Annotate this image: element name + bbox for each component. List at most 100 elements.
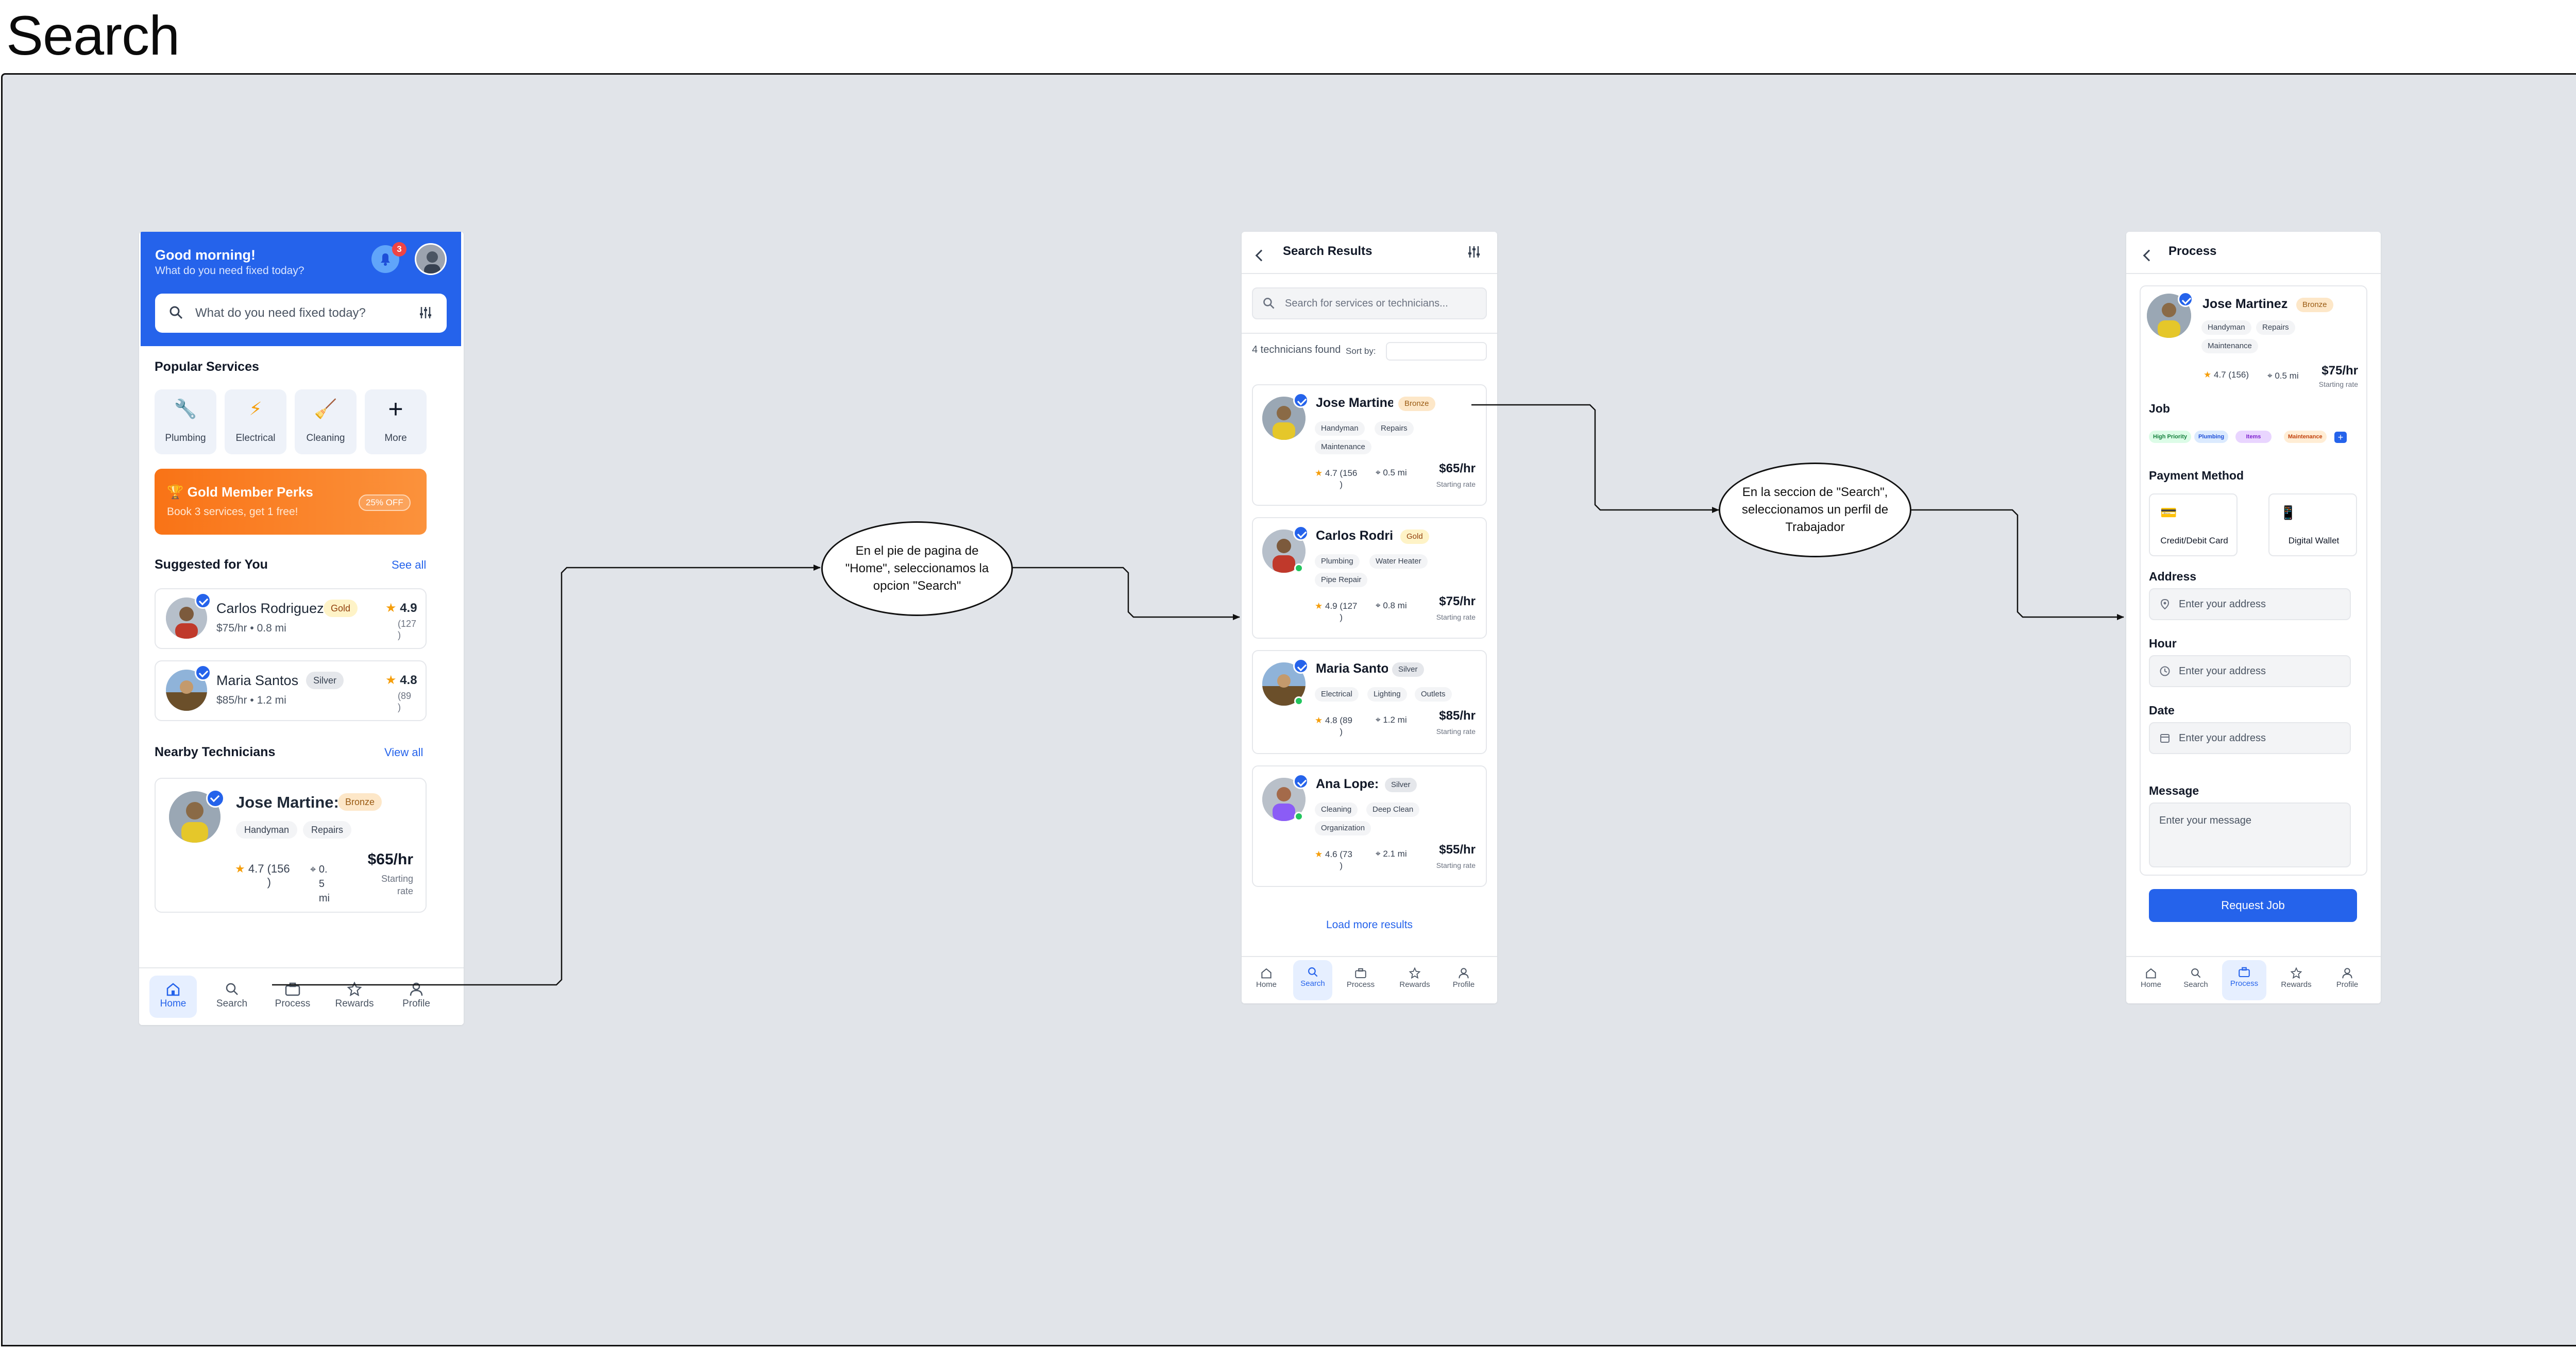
job-label: Job xyxy=(2149,402,2170,415)
job-tag[interactable]: Maintenance xyxy=(2284,431,2327,443)
see-all-link[interactable]: See all xyxy=(392,558,427,571)
skill-tag: Electrical xyxy=(1315,687,1359,702)
hour-field[interactable]: Enter your address xyxy=(2149,655,2351,687)
review-count: (73 ) xyxy=(1340,849,1352,870)
distance-value: 0.5 mi xyxy=(2275,371,2299,381)
job-tag[interactable]: Items xyxy=(2235,431,2272,443)
rating-value: 4.6 xyxy=(1325,849,1337,859)
rating-value: 4.9 xyxy=(1325,601,1337,611)
skill-tag: Handyman xyxy=(1315,421,1365,436)
service-electrical[interactable]: ⚡ Electrical xyxy=(225,389,286,454)
star-icon: ★ xyxy=(1315,468,1323,478)
nav-profile[interactable]: Profile xyxy=(392,976,441,1018)
gold-perks-banner[interactable]: 🏆 Gold Member Perks Book 3 services, get… xyxy=(155,469,427,535)
job-tag[interactable]: Plumbing xyxy=(2194,431,2229,443)
nav-label: Profile xyxy=(1452,980,1475,989)
tier-badge: Gold xyxy=(324,600,358,617)
search-bar[interactable]: What do you need fixed today? xyxy=(155,294,447,333)
calendar-icon xyxy=(2160,734,2170,743)
filter-icon[interactable] xyxy=(418,305,433,320)
tier-badge: Bronze xyxy=(338,793,382,811)
broom-icon: 🧹 xyxy=(314,398,337,419)
popular-services-title: Popular Services xyxy=(155,360,259,374)
technician-name: Jose Martinez xyxy=(2202,297,2288,311)
address-label: Address xyxy=(2149,570,2197,583)
rating: ★ 4.7 (156 ) xyxy=(235,862,290,889)
nav-process[interactable]: Process xyxy=(1343,962,1379,998)
nav-search[interactable]: Search xyxy=(1293,960,1332,1000)
view-all-link[interactable]: View all xyxy=(384,746,423,759)
nav-rewards[interactable]: Rewards xyxy=(2276,962,2317,998)
bell-icon xyxy=(381,253,390,266)
technician-card[interactable]: Jose Martine: Bronze Handyman Repairs Ma… xyxy=(1252,384,1487,506)
nearby-technician-card[interactable]: Jose Martine: Bronze Handyman Repairs ★ … xyxy=(155,778,427,913)
job-tag[interactable]: High Priority xyxy=(2149,431,2192,443)
message-label: Message xyxy=(2149,784,2199,797)
user-icon xyxy=(2342,968,2352,979)
add-job-tag-button[interactable]: + xyxy=(2334,432,2347,443)
home-icon xyxy=(166,983,180,996)
payment-card-option[interactable]: 💳 Credit/Debit Card xyxy=(2149,493,2238,556)
divider xyxy=(1242,273,1497,274)
nav-profile[interactable]: Profile xyxy=(1446,962,1482,998)
nav-process[interactable]: Process xyxy=(2222,960,2266,1000)
service-label: Plumbing xyxy=(165,433,206,443)
search-input[interactable]: Search for services or technicians... xyxy=(1252,287,1487,319)
filter-icon[interactable] xyxy=(1466,244,1482,260)
lightning-icon: ⚡ xyxy=(249,398,262,419)
service-more[interactable]: + More xyxy=(365,389,427,454)
service-cleaning[interactable]: 🧹 Cleaning xyxy=(295,389,357,454)
technician-meta: $85/hr • 1.2 mi xyxy=(216,694,286,706)
skill-tag: Repairs xyxy=(2256,320,2295,335)
distance: ⌖ 2.1 mi xyxy=(1376,849,1407,859)
nav-home[interactable]: Home xyxy=(2136,962,2166,998)
user-icon xyxy=(1459,968,1469,979)
nav-search[interactable]: Search xyxy=(207,976,257,1018)
briefcase-icon xyxy=(2239,967,2250,978)
technician-card[interactable]: Carlos Rodrigue Gold Plumbing Water Heat… xyxy=(1252,517,1487,639)
nav-rewards[interactable]: Rewards xyxy=(329,976,380,1018)
distance-value: 0. 5 mi xyxy=(318,864,330,904)
nav-rewards[interactable]: Rewards xyxy=(1394,962,1435,998)
nav-home[interactable]: Home xyxy=(149,976,197,1018)
nav-label: Home xyxy=(1256,980,1277,989)
technician-card[interactable]: Ana Lope: Silver Cleaning Deep Clean Org… xyxy=(1252,765,1487,887)
suggested-card[interactable]: Carlos Rodriguez Gold $75/hr • 0.8 mi ★ … xyxy=(155,588,427,649)
sort-select[interactable] xyxy=(1386,342,1487,361)
distance: ⌖ 0. 5 mi xyxy=(310,862,330,906)
nav-search[interactable]: Search xyxy=(2178,962,2214,998)
wrench-icon: 🔧 xyxy=(174,398,197,419)
tier-badge: Silver xyxy=(306,672,344,689)
star-icon: ★ xyxy=(385,673,397,687)
nav-label: Rewards xyxy=(1399,980,1430,989)
online-status-dot xyxy=(1294,696,1303,706)
skill-tag: Outlets xyxy=(1415,687,1452,702)
back-arrow-icon[interactable] xyxy=(2143,249,2155,262)
payment-method-label: Payment Method xyxy=(2149,469,2244,482)
message-field[interactable]: Enter your message xyxy=(2149,802,2351,867)
skill-tag: Pipe Repair xyxy=(1315,573,1368,587)
nav-home[interactable]: Home xyxy=(1251,962,1282,998)
skill-tag: Lighting xyxy=(1367,687,1407,702)
home-screen: Good morning! What do you need fixed tod… xyxy=(139,232,464,1025)
avatar[interactable] xyxy=(415,243,447,275)
skill-tag: Maintenance xyxy=(2201,339,2258,353)
address-field[interactable]: Enter your address xyxy=(2149,588,2351,620)
technician-card[interactable]: Maria Santos Silver Electrical Lighting … xyxy=(1252,650,1487,754)
rate-label: Starting rate xyxy=(1436,727,1476,736)
verified-icon xyxy=(1293,392,1309,408)
service-plumbing[interactable]: 🔧 Plumbing xyxy=(155,389,216,454)
results-count: 4 technicians found xyxy=(1252,344,1341,355)
back-arrow-icon[interactable] xyxy=(1255,249,1267,262)
user-icon xyxy=(410,982,423,996)
payment-wallet-option[interactable]: 📱 Digital Wallet xyxy=(2268,493,2357,556)
nav-process[interactable]: Process xyxy=(267,976,318,1018)
request-job-button[interactable]: Request Job xyxy=(2149,889,2357,922)
location-pin-icon: ⌖ xyxy=(1376,715,1381,725)
nav-label: Process xyxy=(275,998,311,1009)
load-more-link[interactable]: Load more results xyxy=(1326,919,1413,931)
suggested-card[interactable]: Maria Santos Silver $85/hr • 1.2 mi ★ 4.… xyxy=(155,660,427,721)
hourly-rate: $75/hr xyxy=(1439,594,1476,608)
date-field[interactable]: Enter your address xyxy=(2149,722,2351,754)
nav-profile[interactable]: Profile xyxy=(2329,962,2365,998)
